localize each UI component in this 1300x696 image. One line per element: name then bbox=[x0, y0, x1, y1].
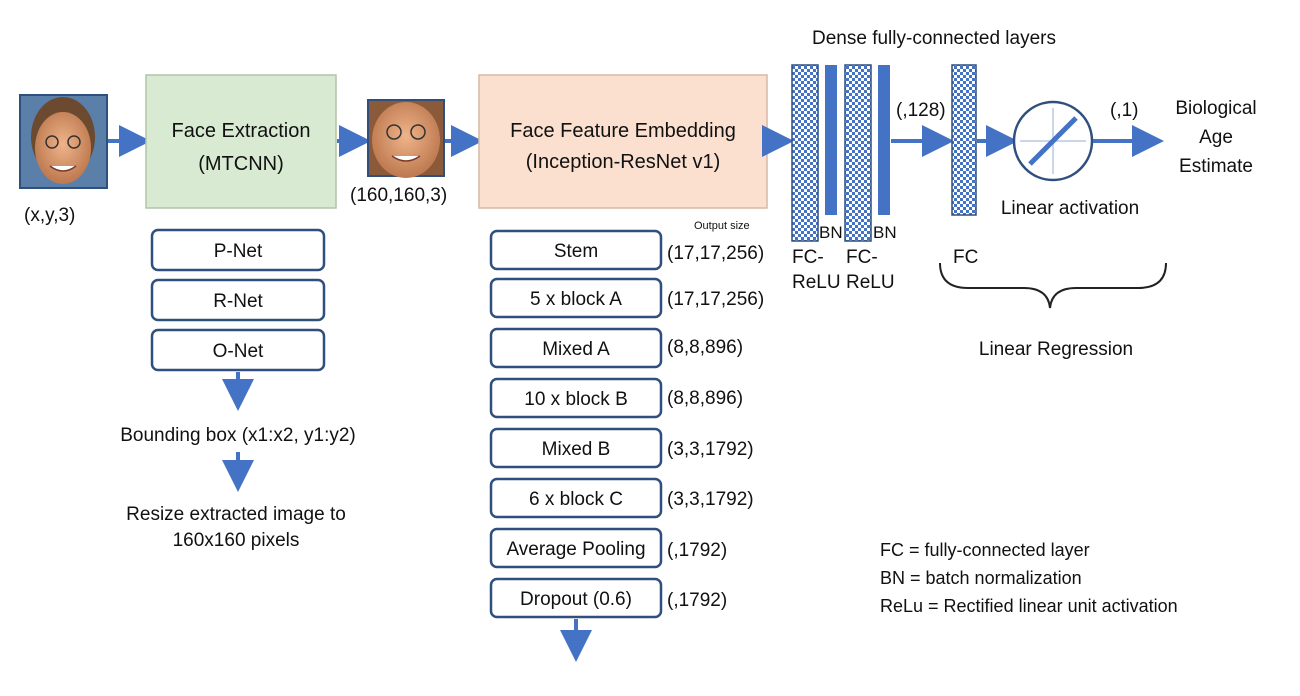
legend-relu: ReLu = Rectified linear unit activation bbox=[880, 596, 1178, 616]
legend-bn: BN = batch normalization bbox=[880, 568, 1082, 588]
dense-bn-label-1: BN bbox=[819, 223, 843, 242]
dense-output-shape: (,128) bbox=[896, 100, 946, 121]
embedding-block-stem: Stem (17,17,256) bbox=[489, 229, 764, 271]
dense-fc-relu-label-2b: ReLU bbox=[846, 272, 895, 293]
block-output-size: (17,17,256) bbox=[667, 243, 764, 264]
block-label: Mixed B bbox=[542, 439, 611, 460]
linear-activation-node bbox=[1012, 100, 1094, 182]
resize-step-line2: 160x160 pixels bbox=[173, 530, 300, 551]
embedding-block-mixedB: Mixed B (3,3,1792) bbox=[489, 427, 754, 469]
block-label: Average Pooling bbox=[506, 539, 645, 560]
cropped-shape-label: (160,160,3) bbox=[350, 185, 447, 206]
block-label: 5 x block A bbox=[530, 289, 622, 310]
dense-fc-relu-layer-2 bbox=[844, 64, 872, 242]
block-label: Stem bbox=[554, 241, 598, 262]
face-extraction-subtitle: (MTCNN) bbox=[198, 153, 284, 175]
embedding-subtitle: (Inception-ResNet v1) bbox=[526, 151, 721, 173]
stage-label: P-Net bbox=[214, 241, 263, 262]
embedding-block-5xA: 5 x block A (17,17,256) bbox=[489, 277, 764, 319]
dense-fc-relu-label-1b: ReLU bbox=[792, 272, 841, 293]
dense-title: Dense fully-connected layers bbox=[812, 28, 1056, 49]
linear-regression-brace bbox=[939, 262, 1167, 309]
dense-fc-relu-label-1a: FC- bbox=[792, 247, 824, 268]
regression-output-shape: (,1) bbox=[1110, 100, 1139, 121]
block-output-size: (8,8,896) bbox=[667, 337, 743, 358]
block-output-size: (8,8,896) bbox=[667, 388, 743, 409]
output-size-label: Output size bbox=[694, 220, 750, 232]
stage-label: O-Net bbox=[213, 341, 264, 362]
mtcnn-stage-onet: O-Net bbox=[150, 328, 326, 372]
embedding-block-dropout: Dropout (0.6) (,1792) bbox=[489, 577, 727, 619]
block-output-size: (3,3,1792) bbox=[667, 489, 754, 510]
linear-regression-label: Linear Regression bbox=[979, 339, 1133, 360]
regression-fc-layer bbox=[951, 64, 977, 216]
block-output-size: (,1792) bbox=[667, 540, 727, 561]
dense-bn-layer-2 bbox=[878, 65, 890, 215]
embedding-title: Face Feature Embedding bbox=[510, 120, 736, 142]
dense-bn-layer-1 bbox=[825, 65, 837, 215]
bounding-box-step: Bounding box (x1:x2, y1:y2) bbox=[120, 425, 356, 446]
face-extraction-title: Face Extraction bbox=[172, 120, 311, 142]
embedding-block-avgpool: Average Pooling (,1792) bbox=[489, 527, 727, 569]
input-shape-label: (x,y,3) bbox=[24, 205, 75, 226]
cropped-face-image bbox=[367, 99, 445, 178]
output-label-line1: Biological bbox=[1175, 98, 1256, 119]
mtcnn-stage-rnet: R-Net bbox=[150, 278, 326, 322]
stage-label: R-Net bbox=[213, 291, 263, 312]
dense-bn-label-2: BN bbox=[873, 223, 897, 242]
block-label: 6 x block C bbox=[529, 489, 623, 510]
block-label: 10 x block B bbox=[524, 389, 628, 410]
embedding-block-mixedA: Mixed A (8,8,896) bbox=[489, 327, 743, 369]
output-label-line3: Estimate bbox=[1179, 156, 1253, 177]
block-label: Dropout (0.6) bbox=[520, 589, 632, 610]
dense-fc-relu-label-2a: FC- bbox=[846, 247, 878, 268]
embedding-box bbox=[478, 74, 768, 209]
block-output-size: (17,17,256) bbox=[667, 289, 764, 310]
regression-fc-label: FC bbox=[953, 247, 978, 268]
linear-activation-label: Linear activation bbox=[1001, 198, 1139, 219]
face-extraction-box bbox=[145, 74, 337, 209]
embedding-block-10xB: 10 x block B (8,8,896) bbox=[489, 377, 743, 419]
block-label: Mixed A bbox=[542, 339, 610, 360]
block-output-size: (,1792) bbox=[667, 590, 727, 611]
legend-fc: FC = fully-connected layer bbox=[880, 540, 1090, 560]
resize-step-line1: Resize extracted image to bbox=[126, 504, 346, 525]
output-label-line2: Age bbox=[1199, 127, 1233, 148]
block-output-size: (3,3,1792) bbox=[667, 439, 754, 460]
dense-fc-relu-layer-1 bbox=[791, 64, 819, 242]
embedding-block-6xC: 6 x block C (3,3,1792) bbox=[489, 477, 754, 519]
input-face-image bbox=[19, 94, 108, 189]
mtcnn-stage-pnet: P-Net bbox=[150, 228, 326, 272]
